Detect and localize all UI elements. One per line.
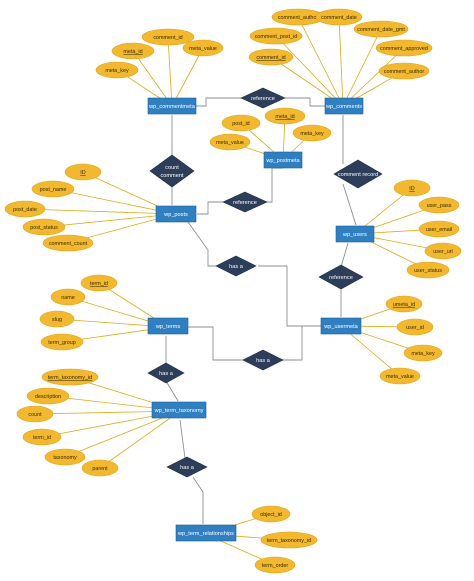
- svg-text:wp_term_taxonomy: wp_term_taxonomy: [154, 408, 204, 414]
- attr-comment-post-id: comment_post_id: [255, 34, 298, 40]
- svg-text:wp_postmeta: wp_postmeta: [265, 158, 300, 164]
- svg-text:reference: reference: [233, 200, 257, 206]
- attributes-usermeta: umeta_id user_id meta_key meta_value: [379, 295, 443, 385]
- attr-name: name: [61, 295, 75, 301]
- svg-text:wp_comments: wp_comments: [325, 104, 362, 110]
- svg-text:wp_terms: wp_terms: [155, 324, 180, 330]
- svg-text:wp_term_relationships: wp_term_relationships: [177, 531, 234, 537]
- attr-umeta-id-pk: umeta_id: [393, 302, 415, 308]
- attr-comment-author-2: comment_author: [384, 69, 425, 75]
- attr-comment-id-pk: comment_id: [256, 55, 285, 61]
- attr-rel-term-taxonomy-id: term_taxonomy_id: [267, 538, 311, 544]
- svg-text:has a: has a: [256, 358, 271, 364]
- entity-wp-term-relationships: wp_term_relationships: [175, 524, 237, 542]
- svg-text:has a: has a: [229, 264, 244, 270]
- attr-meta-value: meta_value: [189, 46, 217, 52]
- attr-comment-date-gmt: comment_date_gmt: [357, 27, 405, 33]
- attr-comment-author: comment_author: [278, 15, 319, 21]
- attr-comment-count: comment_count: [49, 241, 88, 247]
- svg-text:wp_commentmeta: wp_commentmeta: [148, 104, 196, 110]
- rel-has-a-taxonomy-relationships: has a: [166, 456, 208, 478]
- attr-users-id-pk: ID: [409, 186, 414, 192]
- rel-has-a-terms-taxonomy: has a: [147, 362, 185, 384]
- rel-count-comment: count comment: [149, 154, 195, 188]
- attr-usermeta-meta-key: meta_key: [411, 351, 435, 357]
- attr-object-id: object_id: [260, 512, 282, 518]
- svg-text:has a: has a: [180, 465, 195, 471]
- svg-text:comment: comment: [160, 173, 183, 179]
- rel-has-a-posts-usermeta: has a: [215, 255, 257, 277]
- attributes-comments: comment_author comment_date comment_post…: [248, 8, 433, 80]
- attr-term-taxonomy-id-pk: term_taxonomy_id: [48, 375, 92, 381]
- attr-post-name: post_name: [40, 187, 67, 193]
- relationships: reference count comment comment record r…: [147, 87, 383, 478]
- attr-comment-id: comment_id: [153, 35, 182, 41]
- rel-comment-record: comment record: [333, 159, 383, 189]
- attributes-postmeta: post_id meta_id meta_value meta_key: [209, 107, 332, 151]
- entity-wp-usermeta: wp_usermeta: [320, 317, 362, 335]
- attr-postmeta-meta-key: meta_key: [300, 131, 324, 137]
- attr-user-pass: user_pass: [427, 203, 452, 209]
- entity-wp-comments: wp_comments: [324, 97, 364, 115]
- attr-meta-id-pk: meta_id: [123, 49, 142, 55]
- entity-wp-postmeta: wp_postmeta: [263, 151, 303, 169]
- attributes-term-relationships: object_id term_taxonomy_id term_order: [251, 505, 318, 574]
- attr-taxonomy: taxonomy: [53, 455, 77, 461]
- entity-wp-terms: wp_terms: [147, 317, 189, 335]
- svg-text:wp_posts: wp_posts: [163, 212, 188, 218]
- attr-post-id: post_id: [232, 121, 249, 127]
- attribute-spokes: [24, 16, 444, 566]
- svg-text:comment record: comment record: [338, 172, 378, 178]
- svg-text:has a: has a: [159, 371, 174, 377]
- attr-comment-date: comment_date: [321, 15, 357, 21]
- svg-text:count: count: [165, 165, 179, 171]
- attr-description: description: [35, 394, 61, 400]
- attr-user-status: user_status: [414, 268, 442, 274]
- attributes-commentmeta: comment_id meta_id meta_value meta_key: [95, 28, 224, 79]
- attr-term-order: term_order: [262, 563, 289, 569]
- attr-term-group: term_group: [48, 340, 76, 346]
- attr-user-url: user_url: [433, 249, 452, 255]
- attributes-users: ID user_pass user_email user_url user_st…: [393, 179, 462, 279]
- attr-post-status: post_status: [30, 225, 58, 231]
- svg-text:reference: reference: [251, 96, 275, 102]
- svg-text:wp_users: wp_users: [342, 232, 367, 238]
- attr-post-date: post_date: [13, 207, 37, 213]
- attributes-term-taxonomy: term_taxonomy_id description count term_…: [16, 368, 119, 477]
- attr-postmeta-meta-id-pk: meta_id: [275, 114, 294, 120]
- attr-posts-id-pk: ID: [80, 170, 85, 176]
- attr-slug: slug: [52, 317, 62, 323]
- attr-count: count: [28, 412, 42, 418]
- rel-reference-users-usermeta: reference: [318, 264, 364, 290]
- attr-user-email: user_email: [426, 227, 452, 233]
- attr-meta-key: meta_key: [105, 68, 129, 74]
- attributes-terms: term_id name slug term_group: [39, 274, 118, 351]
- rel-has-a-terms-usermeta: has a: [242, 349, 284, 371]
- attr-usermeta-meta-value: meta_value: [386, 374, 414, 380]
- entity-wp-term-taxonomy: wp_term_taxonomy: [151, 401, 207, 419]
- attr-taxonomy-term-id: term_id: [33, 435, 51, 441]
- entity-wp-commentmeta: wp_commentmeta: [147, 97, 197, 115]
- rel-reference-postmeta: reference: [222, 191, 268, 213]
- attr-parent: parent: [92, 466, 108, 472]
- entity-wp-users: wp_users: [335, 225, 375, 243]
- entities: wp_commentmeta wp_comments wp_postmeta w…: [147, 97, 375, 542]
- svg-text:wp_usermeta: wp_usermeta: [323, 324, 358, 330]
- attr-comment-approved: comment_approved: [380, 46, 428, 52]
- attr-postmeta-meta-value: meta_value: [216, 140, 244, 146]
- attributes-posts: ID post_name post_date post_status comme…: [4, 163, 102, 252]
- svg-text:reference: reference: [329, 275, 353, 281]
- attr-user-id: user_id: [406, 325, 424, 331]
- rel-reference-comments: reference: [240, 87, 286, 109]
- entity-wp-posts: wp_posts: [155, 205, 197, 223]
- relationship-links: [165, 97, 357, 524]
- attr-term-id-pk: term_id: [90, 281, 108, 287]
